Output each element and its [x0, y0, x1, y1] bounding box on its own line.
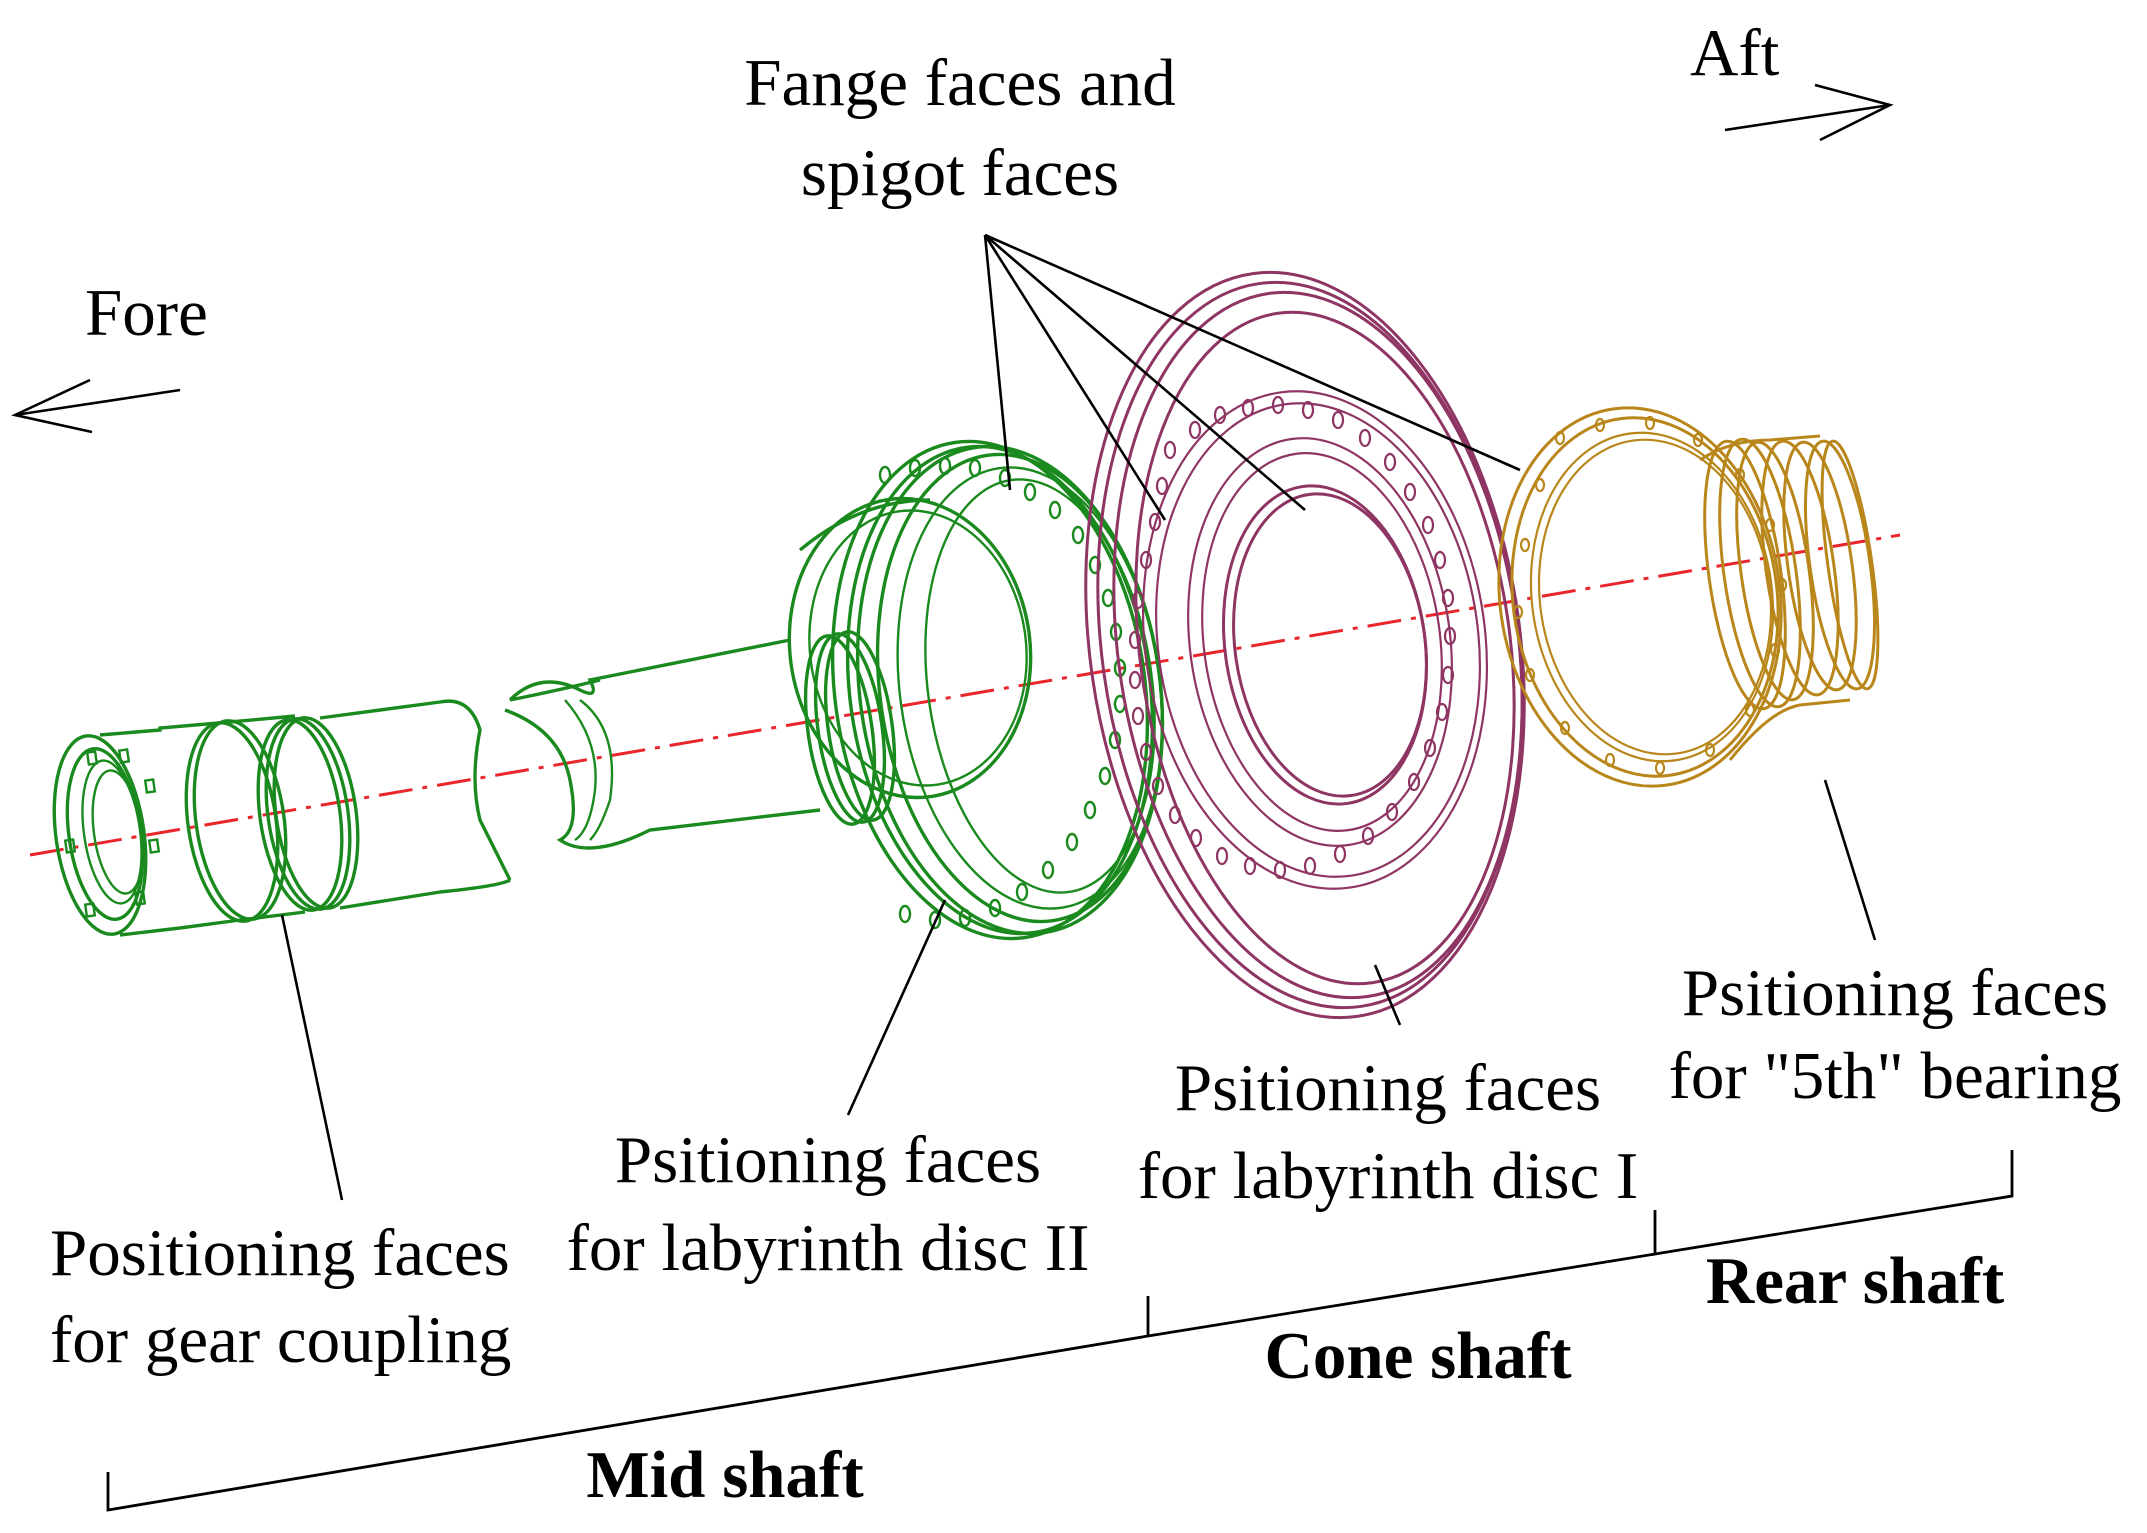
flange-spigot-label-line1: Fange faces and: [744, 46, 1176, 120]
labyrinth-disc-1-label-line1: Psitioning faces: [1175, 1051, 1601, 1125]
rotor-centerline: [29, 533, 1901, 857]
flange-spigot-label-line2: spigot faces: [801, 136, 1119, 210]
aft-arrow: [1724, 83, 1894, 142]
bearing-5th-label-line1: Psitioning faces: [1682, 956, 2108, 1030]
fore-label: Fore: [85, 276, 208, 350]
rear-shaft-drawing: [1497, 406, 1880, 788]
rear-shaft-label: Rear shaft: [1706, 1244, 2005, 1318]
mid-shaft-drawing: [52, 439, 1165, 941]
cone-shaft-label: Cone shaft: [1264, 1319, 1572, 1393]
flange-spigot-leaders: [983, 233, 1521, 521]
labyrinth-disc-2-leader: [846, 899, 947, 1116]
cone-shaft-bolt-holes: [1128, 395, 1457, 880]
labyrinth-disc-1-label-line2: for labyrinth disc I: [1138, 1139, 1639, 1213]
rear-shaft-bolt-holes: [1512, 415, 1788, 776]
mid-shaft-label: Mid shaft: [586, 1438, 864, 1512]
bearing-5th-leader: [1823, 779, 1877, 941]
gear-coupling-leader: [280, 914, 344, 1201]
cone-shaft-drawing: [1084, 270, 1526, 1020]
gear-coupling-label-line1: Positioning faces: [50, 1216, 510, 1290]
segments-bracket: [106, 1150, 2014, 1512]
labyrinth-disc-2-label-line1: Psitioning faces: [615, 1123, 1041, 1197]
fore-arrow: [10, 378, 181, 434]
aft-label: Aft: [1690, 16, 1780, 90]
gear-coupling-label-line2: for gear coupling: [50, 1303, 511, 1377]
bearing-5th-label-line2: for "5th" bearing: [1669, 1039, 2122, 1113]
labyrinth-disc-1-leader: [1373, 964, 1402, 1026]
labyrinth-disc-2-label-line2: for labyrinth disc II: [567, 1211, 1090, 1285]
